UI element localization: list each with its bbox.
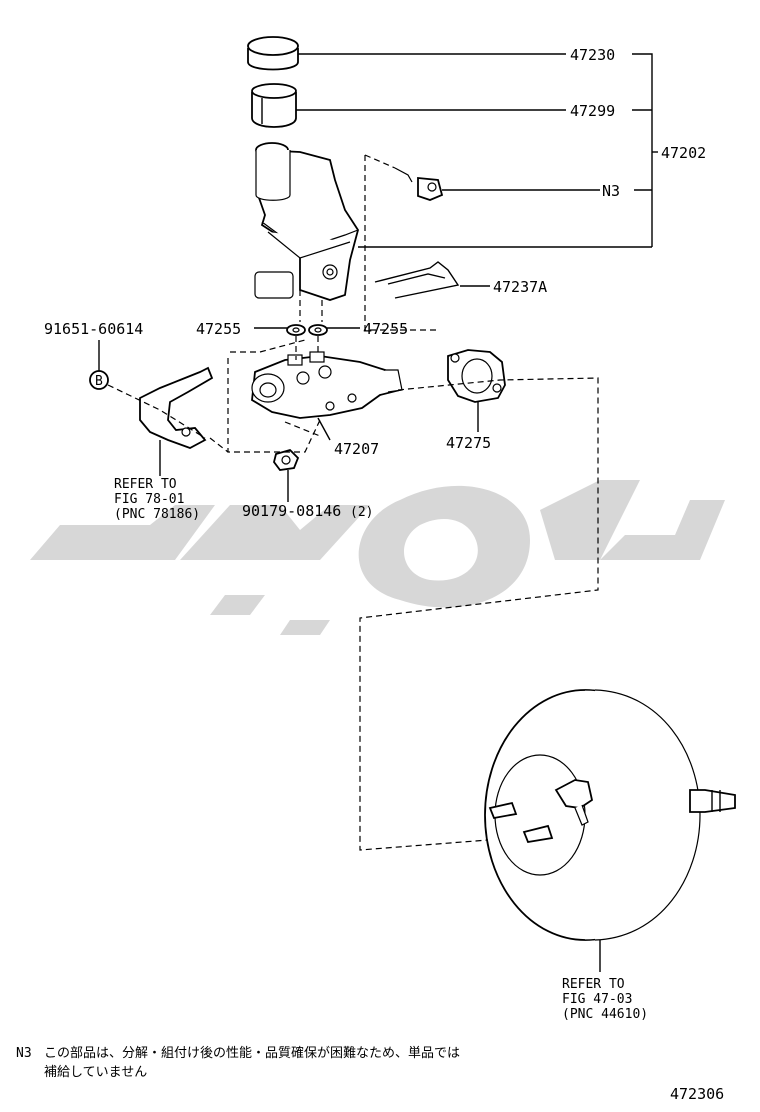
footnote-key: N3: [16, 1046, 32, 1061]
label-n3: N3: [602, 182, 620, 200]
ref2-line2: FIG 47-03: [562, 992, 632, 1007]
grommet-left: [286, 324, 306, 336]
clip-47237a: [374, 261, 460, 299]
bracket-78186: [139, 366, 214, 449]
ref2-line1: REFER TO: [562, 977, 625, 992]
footnote: N3 この部品は、分解・組付け後の性能・品質確保が困難なため、単品では 補給してい…: [16, 1044, 460, 1082]
label-47237a: 47237A: [493, 278, 547, 296]
label-91651-60614: 91651-60614: [44, 320, 143, 338]
label-47299: 47299: [570, 102, 615, 120]
nut-90179: [273, 448, 300, 471]
brake-booster: [484, 689, 736, 941]
bolt-mark-label: B: [95, 374, 103, 389]
watermark-logo: [30, 480, 725, 635]
ref2-line3: (PNC 44610): [562, 1007, 648, 1022]
strainer-47299: [251, 83, 297, 128]
gasket-47275: [447, 349, 506, 403]
diagram-number: 472306: [670, 1085, 724, 1103]
level-sensor: [394, 167, 444, 201]
reference-47-03: REFER TO FIG 47-03 (PNC 44610): [562, 977, 648, 1022]
label-47255-left: 47255: [196, 320, 241, 338]
label-47230: 47230: [570, 46, 615, 64]
ref1-line1: REFER TO: [114, 477, 177, 492]
master-cylinder-47207: [251, 351, 403, 419]
part-labels: 47230 47299 47202 N3 47237A 47255 47255 …: [44, 46, 706, 520]
footnote-line2: 補給していません: [44, 1065, 148, 1080]
label-47207: 47207: [334, 440, 379, 458]
leader-lines: [98, 53, 658, 972]
ref1-line2: FIG 78-01: [114, 492, 184, 507]
reference-78-01: REFER TO FIG 78-01 (PNC 78186): [114, 477, 200, 522]
label-47255-right: 47255: [363, 320, 408, 338]
footnote-line1: この部品は、分解・組付け後の性能・品質確保が困難なため、単品では: [44, 1046, 461, 1061]
grommet-right: [308, 324, 328, 336]
reservoir-body: [254, 142, 359, 301]
label-90179-qty: (2): [350, 505, 373, 520]
label-47275: 47275: [446, 434, 491, 452]
ref1-line3: (PNC 78186): [114, 507, 200, 522]
label-90179-08146: 90179-08146: [242, 502, 341, 520]
reservoir-cap-47230: [247, 36, 299, 71]
dashed-guides: [107, 154, 599, 851]
label-47202: 47202: [661, 144, 706, 162]
bolt-91651: B: [89, 370, 109, 390]
